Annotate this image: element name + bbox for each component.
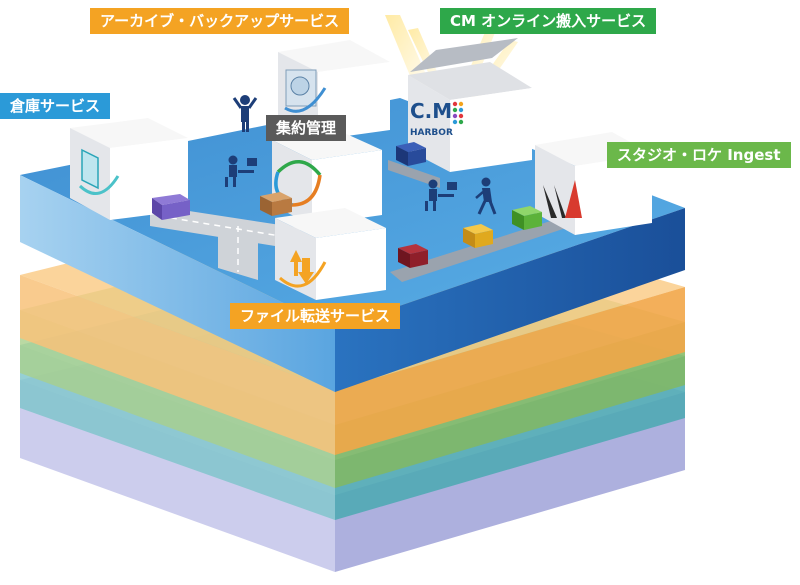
- cm-logo-dots-icon: [452, 101, 464, 125]
- person-at-desk-right-icon: [425, 179, 457, 211]
- warehouse-label: 倉庫サービス: [0, 93, 111, 119]
- file-transfer-cube: [275, 208, 386, 300]
- red-box-icon: [398, 244, 428, 268]
- cm-online-label: CM オンライン搬入サービス: [440, 8, 657, 34]
- navy-box-icon: [396, 142, 426, 166]
- studio-ingest-label: スタジオ・ロケ Ingest: [607, 142, 791, 168]
- yellow-box-icon: [463, 224, 493, 248]
- cm-logo-text: C.M: [410, 99, 452, 123]
- studio-logo-icon: [543, 180, 582, 218]
- cm-harbor-cube: C.M HARBOR: [408, 38, 532, 172]
- road: [150, 205, 300, 280]
- studio-cube: [535, 132, 652, 235]
- conveyor-belt: [388, 160, 572, 282]
- green-box-icon: [512, 206, 542, 230]
- purple-truck-icon: [152, 194, 190, 220]
- brown-box-icon: [260, 192, 292, 216]
- person-arms-raised-icon: [232, 95, 258, 132]
- harbor-logo-text: HARBOR: [410, 128, 453, 138]
- transfer-arrows-icon: [279, 250, 327, 288]
- person-at-desk-icon: [225, 155, 257, 187]
- aggregation-label: 集約管理: [266, 115, 347, 141]
- archive-backup-label: アーカイブ・バックアップサービス: [90, 8, 350, 34]
- file-transfer-label: ファイル転送サービス: [230, 303, 401, 329]
- person-walking-icon: [475, 177, 497, 215]
